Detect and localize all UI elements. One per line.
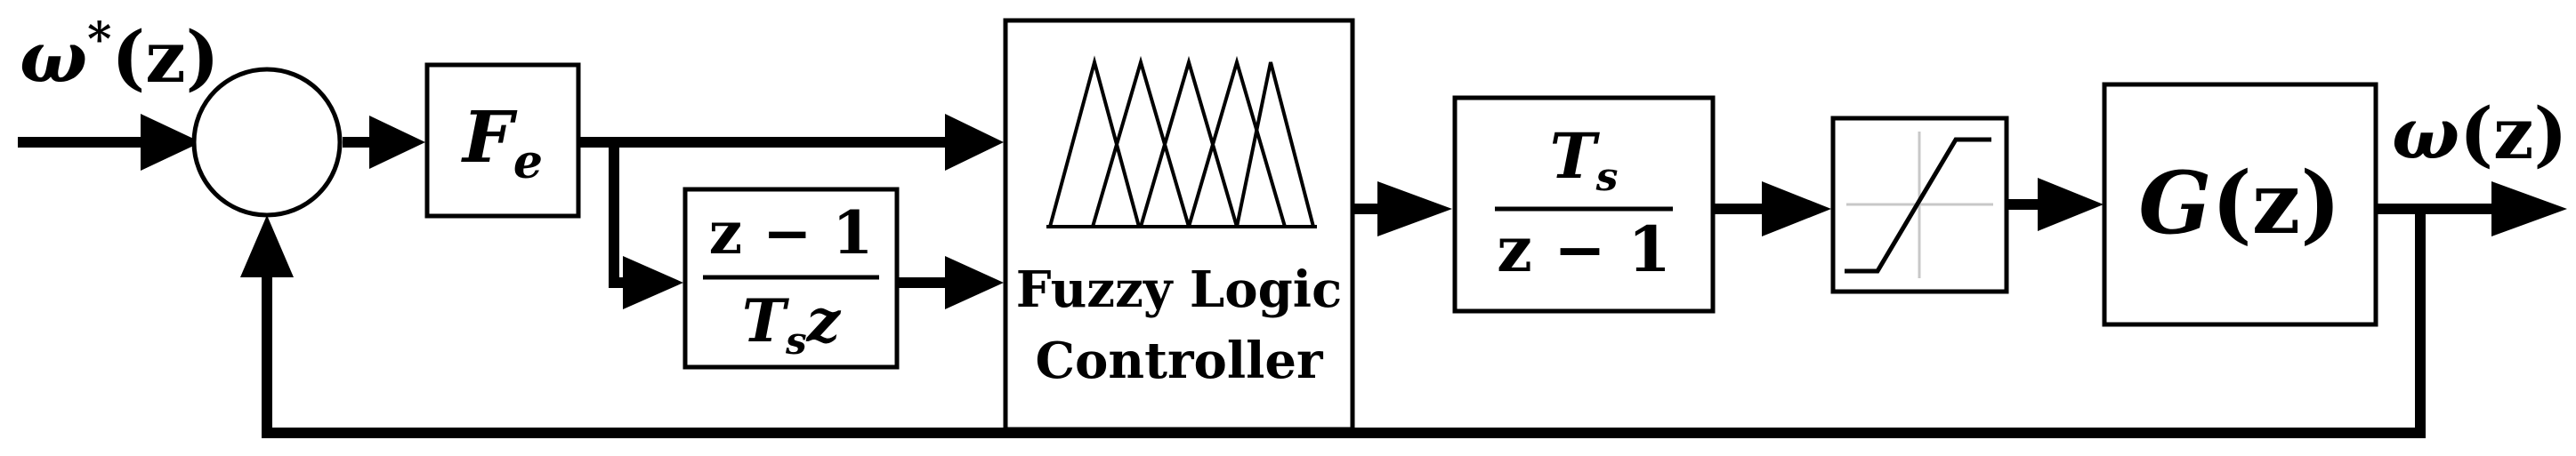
arrowheads	[141, 114, 2567, 309]
svg-text:Fe: Fe	[461, 95, 543, 189]
membership-function-4	[1187, 55, 1287, 228]
membership-function-5	[1235, 61, 1315, 228]
reference-signal-label: ω*(z)	[20, 12, 220, 99]
derivative-den-subscript: s	[785, 319, 807, 363]
gain-block-frame	[424, 62, 581, 219]
saturation-curve-icon	[1845, 137, 1991, 274]
membership-function-3	[1139, 55, 1239, 228]
derivative-numerator: z − 1	[709, 198, 874, 268]
output-argument: (z)	[2459, 92, 2567, 175]
arrowhead-flc-lower	[945, 256, 1004, 309]
arrowhead-gain-in	[369, 116, 425, 169]
plant-block: G(z)	[2102, 82, 2378, 327]
membership-functions-icon	[1046, 55, 1317, 228]
plant-symbol: G	[2138, 153, 2211, 253]
signal-wires	[18, 137, 2502, 438]
output-signal-label: ω(z)	[2392, 92, 2567, 175]
svg-text:Ts: Ts	[1550, 119, 1619, 200]
arrowhead-flc-upper	[945, 114, 1004, 171]
svg-text:Tsz: Tsz	[742, 286, 842, 363]
integrator-denominator: z − 1	[1497, 212, 1671, 286]
flc-label-line1: Fuzzy Logic	[1016, 260, 1342, 319]
reference-argument: (z)	[111, 15, 219, 99]
plant-block-frame	[2102, 82, 2378, 327]
flc-label-line2: Controller	[1035, 332, 1324, 390]
output-symbol: ω	[2392, 92, 2459, 175]
derivative-den-tail: z	[806, 286, 842, 356]
derivative-den-symbol: T	[742, 286, 790, 356]
integrator-num-symbol: T	[1550, 119, 1601, 193]
reference-superscript: *	[87, 12, 111, 67]
saturation-block	[1830, 116, 2009, 294]
gain-block: Fe	[424, 62, 581, 219]
arrowhead-feedback	[240, 215, 294, 277]
arrowhead-integrator-in	[1377, 181, 1452, 236]
plant-argument: (z)	[2211, 153, 2340, 253]
arrowhead-derivative-in	[623, 256, 683, 309]
gain-symbol: F	[461, 95, 518, 179]
feedback-wire	[262, 209, 2426, 438]
reference-symbol: ω	[20, 15, 87, 99]
gain-subscript: e	[513, 135, 543, 189]
arrowhead-output	[2491, 181, 2567, 236]
arrowhead-saturation-in	[1762, 181, 1831, 236]
membership-function-2	[1091, 55, 1191, 228]
fuzzy-logic-controller-block: Fuzzy Logic Controller	[1003, 18, 1355, 432]
integrator-num-subscript: s	[1595, 155, 1619, 200]
summing-junction	[191, 67, 343, 218]
arrowhead-plant-in	[2038, 178, 2104, 231]
integrator-block: Ts z − 1	[1452, 95, 1716, 314]
integrator-block-frame	[1452, 95, 1716, 314]
derivative-block: z − 1 Tsz	[682, 187, 900, 370]
arrowhead-reference	[141, 114, 201, 171]
svg-text:G(z): G(z)	[2138, 153, 2340, 253]
membership-function-1	[1048, 55, 1141, 228]
